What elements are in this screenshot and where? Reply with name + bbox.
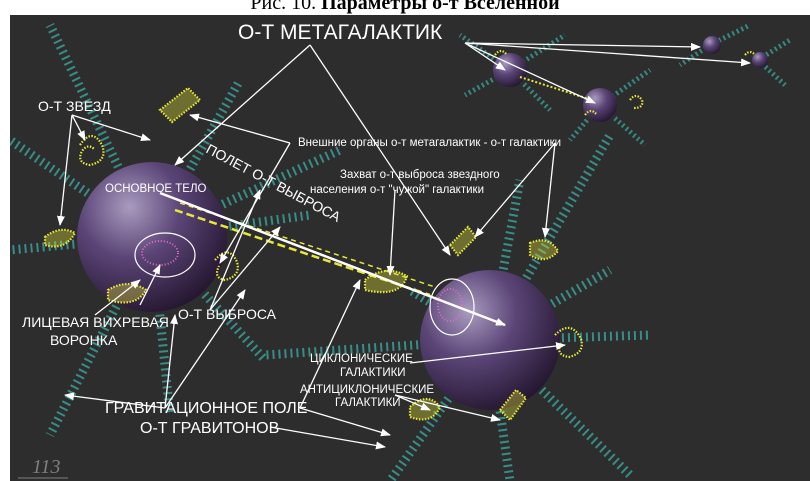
label-funnel-1: ЛИЦЕВАЯ ВИХРЕВАЯ xyxy=(22,314,169,330)
label-anticyclonic-2: ГАЛАКТИКИ xyxy=(335,397,401,409)
label-capture-1: Захват о-т выброса звездного xyxy=(340,169,500,181)
label-anticyclonic-1: АНТИЦИКЛОНИЧЕСКИЕ xyxy=(300,384,434,396)
target-galaxy-sphere xyxy=(420,270,560,410)
label-funnel-2: ВОРОНКА xyxy=(50,332,118,348)
page-number: 113 xyxy=(32,456,61,478)
label-metagalaxies: О-Т МЕТАГАЛАКТИК xyxy=(238,21,443,44)
universe-diagram: О-Т МЕТАГАЛАКТИК О-Т ЗВЕЗД Внешние орган… xyxy=(10,15,810,481)
caption-title: Параметры о-т Вселенной xyxy=(321,0,560,14)
label-external-organs: Внешние органы о-т метагалактик - о-т га… xyxy=(298,137,561,149)
metagalaxy-sphere-3 xyxy=(703,36,721,54)
main-body-sphere xyxy=(77,162,227,312)
label-ejection: О-Т ВЫБРОСА xyxy=(178,306,277,322)
metagalaxy-link xyxy=(519,76,593,101)
label-cyclonic-2: ГАЛАКТИКИ xyxy=(340,367,406,379)
figure-caption: Рис. 10. Параметры о-т Вселенной xyxy=(0,0,810,16)
label-stars: О-Т ЗВЕЗД xyxy=(38,98,111,114)
metagalaxy-sphere-4 xyxy=(752,52,768,68)
caption-prefix: Рис. 10. xyxy=(250,0,317,14)
metagalaxy-sphere-2 xyxy=(583,88,617,122)
label-capture-2: населения о-т "чужой" галактики xyxy=(310,184,484,196)
pointer-lines xyxy=(56,42,751,450)
label-gravitons: О-Т ГРАВИТОНОВ xyxy=(140,420,279,437)
ejection-flight xyxy=(159,191,506,327)
metagalaxy-sphere-1 xyxy=(493,53,527,87)
label-grav-field: ГРАВИТАЦИОННОЕ ПОЛЕ xyxy=(105,400,307,417)
label-main-body: ОСНОВНОЕ ТЕЛО xyxy=(105,183,207,195)
label-cyclonic-1: ЦИКЛОНИЧЕСКИЕ xyxy=(310,353,413,365)
